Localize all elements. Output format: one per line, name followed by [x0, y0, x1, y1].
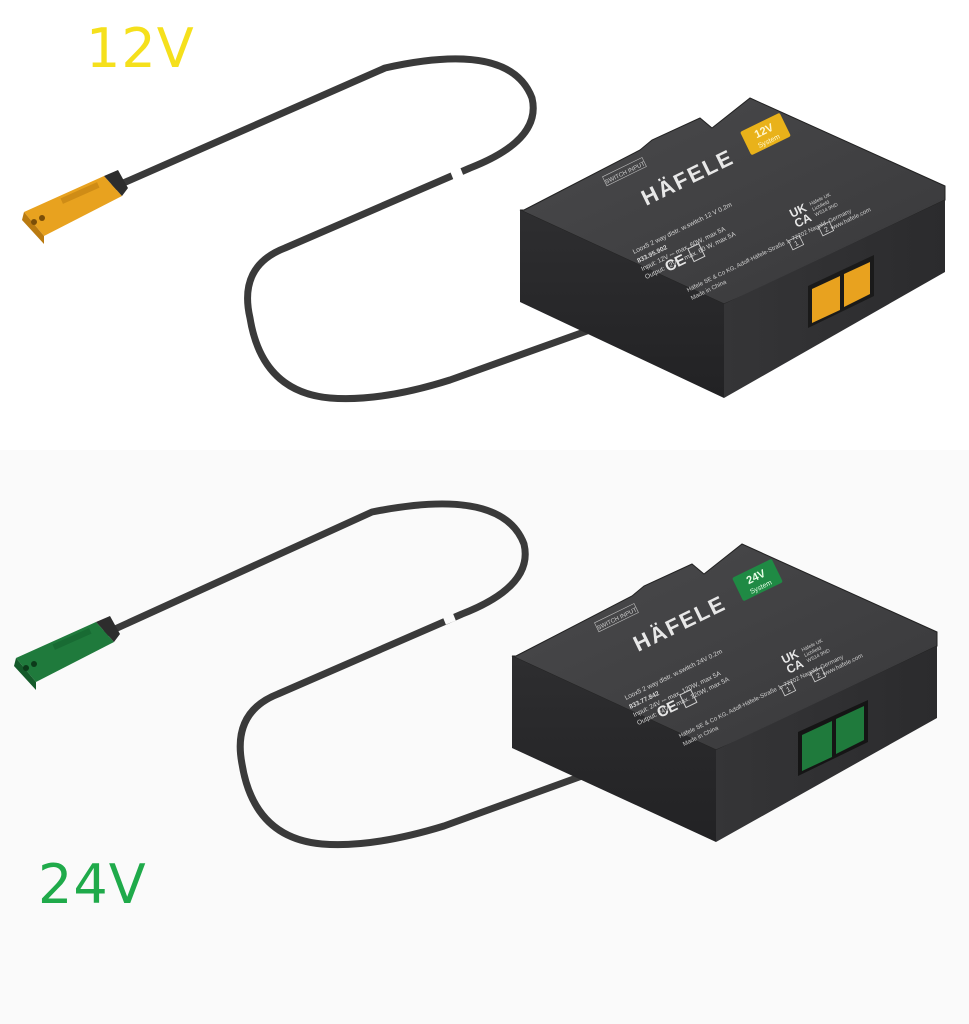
port2-label-24v: 2 [815, 672, 822, 680]
voltage-label-24v: 24V [38, 853, 147, 916]
device-12v: 12V System HÄFELE SWITCH INPUT Loox5 2 w… [22, 55, 946, 403]
voltage-badge-12v: 12V System [740, 113, 791, 155]
svg-text:UK: UK [787, 200, 809, 220]
port1-label-24v: 1 [785, 686, 792, 694]
plug-connector-24v [14, 616, 120, 690]
cable-gap-12v [450, 167, 464, 181]
housing-24v [511, 543, 938, 842]
cable-gap-24v [442, 611, 456, 625]
ukca-block-12v: UK CA Häfele UK Lichfield WS14 9ND [787, 192, 839, 231]
housing-12v [519, 97, 946, 398]
cable-24v [100, 500, 608, 849]
port-markers-12v: 1 2 [787, 221, 835, 251]
device-24v: 24V System HÄFELE SWITCH INPUT Loox5 2 w… [14, 500, 938, 849]
port2-label-12v: 2 [823, 226, 830, 234]
ukca-block-24v: UK CA Häfele UK Lichfield WS14 9ND [779, 638, 831, 677]
plug-connector-12v [22, 170, 128, 244]
voltage-badge-24v: 24V System [732, 559, 783, 601]
svg-text:CA: CA [784, 656, 806, 676]
svg-text:CA: CA [792, 210, 814, 230]
svg-text:UK: UK [779, 646, 801, 666]
port-markers-24v: 1 2 [779, 667, 827, 697]
port1-label-12v: 1 [793, 240, 800, 248]
voltage-label-12v: 12V [86, 17, 195, 80]
cable-12v [108, 55, 616, 403]
